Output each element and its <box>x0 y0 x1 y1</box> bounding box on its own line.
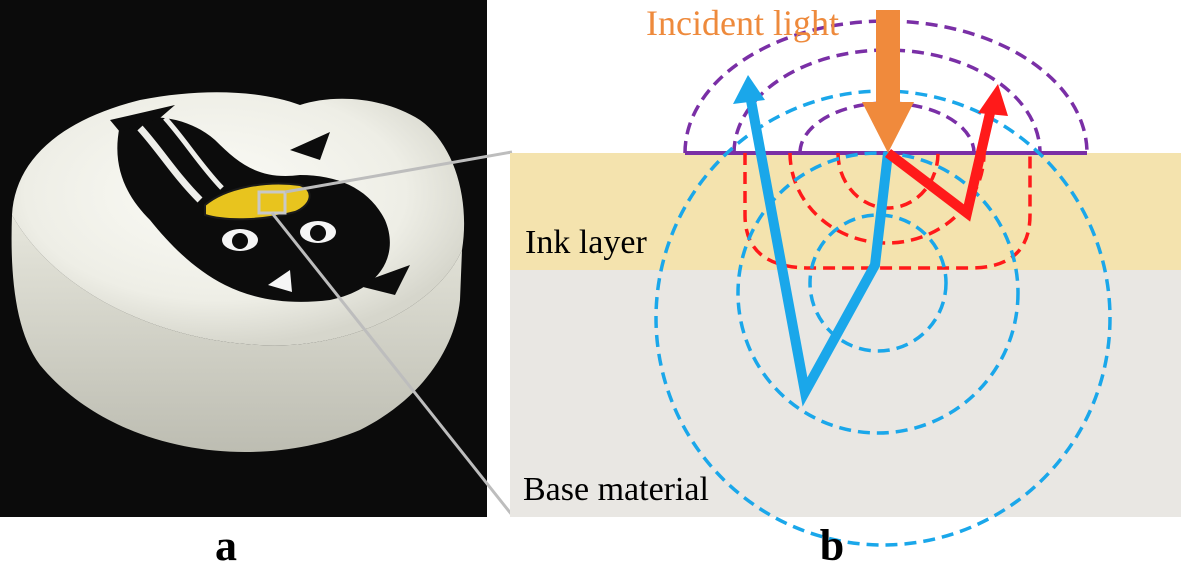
penguin-stripe <box>163 116 224 190</box>
penguin-eye <box>300 221 336 243</box>
puck-side <box>11 215 462 453</box>
penguin-foot <box>268 270 292 292</box>
panel-label-b: b <box>820 521 844 568</box>
ink-layer-band <box>510 153 1181 270</box>
penguin-flipper <box>355 265 410 295</box>
zoom-line-bottom <box>270 212 514 516</box>
photo-panel <box>0 0 487 517</box>
red-arrowhead <box>978 84 1008 116</box>
incident-light-label: Incident light <box>646 3 839 43</box>
base-material-label: Base material <box>523 471 709 508</box>
purple-scatter-arc-small <box>798 101 976 154</box>
penguin-flipper <box>110 105 175 132</box>
red-scatter-arc-small <box>836 152 940 210</box>
zoom-line-top <box>284 150 513 194</box>
ink-layer-label: Ink layer <box>525 224 647 261</box>
incident-light-arrowhead <box>862 102 914 153</box>
blue-light-path <box>745 94 893 407</box>
blue-arrowhead <box>733 75 765 104</box>
blue-scatter-circle-middle <box>736 151 1020 435</box>
penguin-eye <box>222 229 258 251</box>
blue-scatter-circle-small <box>808 213 948 353</box>
panel-label-a: a <box>215 521 237 568</box>
penguin-stripe <box>137 125 203 203</box>
incident-light-arrow-shaft <box>876 10 900 105</box>
red-light-path <box>884 98 998 222</box>
purple-scatter-arc-large <box>683 19 1089 154</box>
diagram-panel: Incident light Ink layer Base material <box>510 3 1181 547</box>
penguin-flipper <box>290 132 330 160</box>
